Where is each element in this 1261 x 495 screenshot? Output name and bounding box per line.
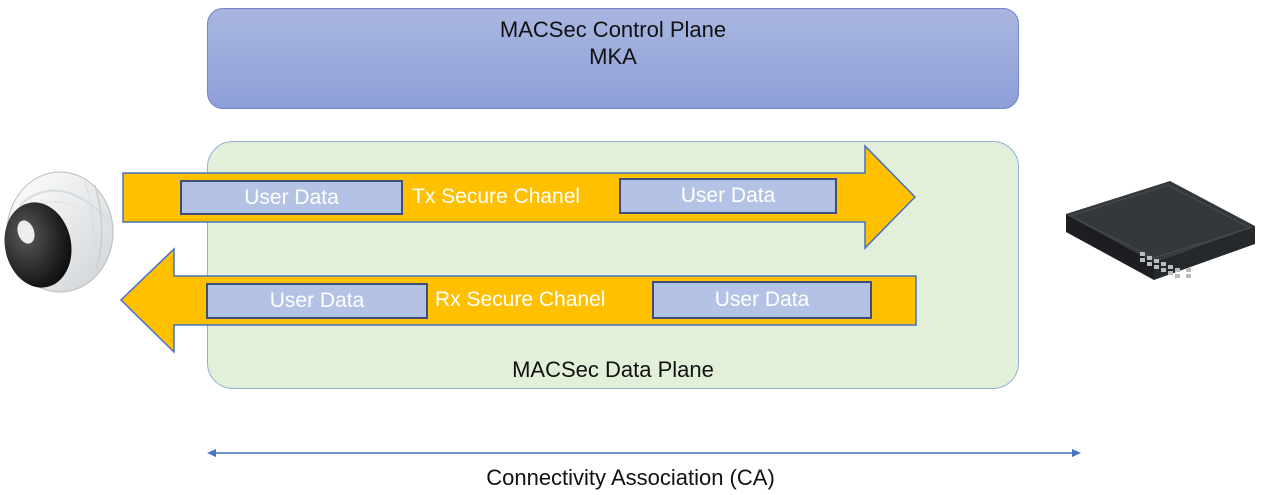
dome-camera-icon xyxy=(4,171,114,293)
connectivity-association-label: Connectivity Association (CA) xyxy=(486,465,775,490)
tx-arrow xyxy=(122,144,917,250)
tx-channel-label: Tx Secure Chanel xyxy=(412,185,581,208)
control-plane-box: MACSec Control Plane MKA xyxy=(207,8,1019,109)
connectivity-association-line xyxy=(207,449,1081,457)
tx-user-data-left: User Data xyxy=(180,180,403,215)
control-plane-subtitle: MKA xyxy=(589,44,637,69)
tx-user-data-right: User Data xyxy=(619,178,837,214)
rx-channel-label: Rx Secure Chanel xyxy=(435,288,606,311)
rx-arrow xyxy=(119,247,917,354)
network-switch-icon xyxy=(1066,181,1255,280)
rx-user-data-left: User Data xyxy=(206,283,428,319)
rx-user-data-right: User Data xyxy=(652,281,872,319)
control-plane-title: MACSec Control Plane xyxy=(499,17,727,42)
data-plane-label: MACSec Data Plane xyxy=(512,357,714,382)
